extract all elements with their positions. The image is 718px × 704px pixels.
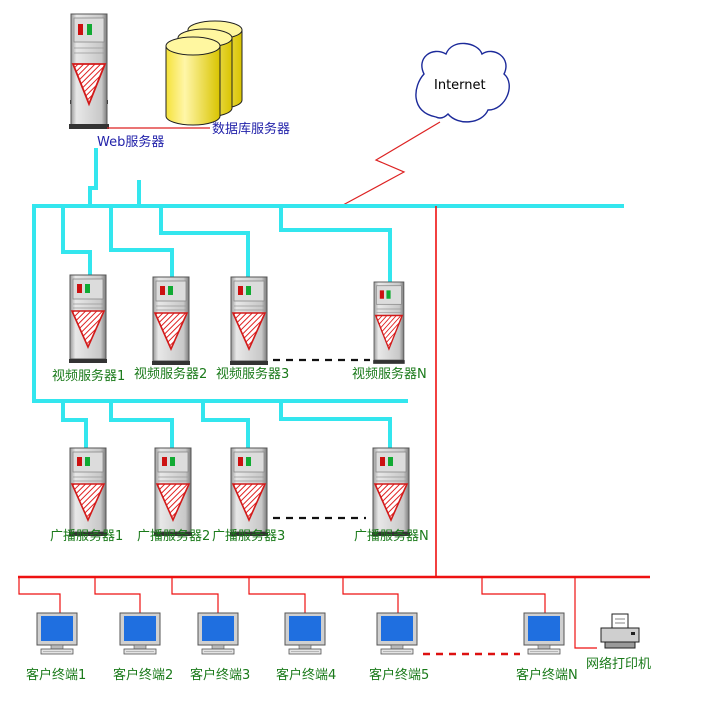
video-server-3 bbox=[229, 276, 269, 366]
client-terminal-label-1: 客户终端1 bbox=[26, 667, 86, 683]
web-server-body bbox=[69, 13, 109, 129]
broadcast-server-1 bbox=[68, 447, 108, 537]
video-server-1 bbox=[68, 274, 108, 364]
broadcast-server-n bbox=[371, 447, 411, 537]
backbone-network bbox=[32, 148, 624, 452]
video-server-2 bbox=[151, 276, 191, 366]
client-terminal-4 bbox=[284, 612, 326, 655]
printer-icon bbox=[600, 613, 640, 649]
client-terminal-label-4: 客户终端4 bbox=[276, 667, 336, 683]
broadcast-server-label-3: 广播服务器3 bbox=[212, 528, 285, 544]
video-server-n bbox=[372, 281, 406, 365]
client-terminal-2 bbox=[119, 612, 161, 655]
video-server-label-1: 视频服务器1 bbox=[52, 368, 125, 384]
broadcast-server-label-2: 广播服务器2 bbox=[137, 528, 210, 544]
client-terminal-n bbox=[523, 612, 565, 655]
client-terminal-label-5: 客户终端5 bbox=[369, 667, 429, 683]
video-server-label-2: 视频服务器2 bbox=[134, 366, 207, 382]
client-terminal-3 bbox=[197, 612, 239, 655]
client-terminal-label-n: 客户终端N bbox=[516, 667, 578, 683]
database-server-icon bbox=[165, 20, 243, 126]
broadcast-server-2 bbox=[153, 447, 193, 537]
printer-label: 网络打印机 bbox=[586, 656, 651, 672]
client-network bbox=[18, 206, 650, 649]
broadcast-server-label-n: 广播服务器N bbox=[354, 528, 429, 544]
client-terminal-label-2: 客户终端2 bbox=[113, 667, 173, 683]
internet-cloud-icon bbox=[415, 42, 510, 123]
internet-link bbox=[342, 121, 441, 206]
video-server-label-n: 视频服务器N bbox=[352, 366, 427, 382]
internet-label: Internet bbox=[434, 78, 486, 93]
client-terminal-label-3: 客户终端3 bbox=[190, 667, 250, 683]
broadcast-server-3 bbox=[229, 447, 269, 537]
db-server-label: 数据库服务器 bbox=[212, 121, 290, 137]
client-terminal-1 bbox=[36, 612, 78, 655]
video-server-label-3: 视频服务器3 bbox=[216, 366, 289, 382]
broadcast-server-label-1: 广播服务器1 bbox=[50, 528, 123, 544]
web-server-label: Web服务器 bbox=[97, 134, 164, 150]
client-terminal-5 bbox=[376, 612, 418, 655]
